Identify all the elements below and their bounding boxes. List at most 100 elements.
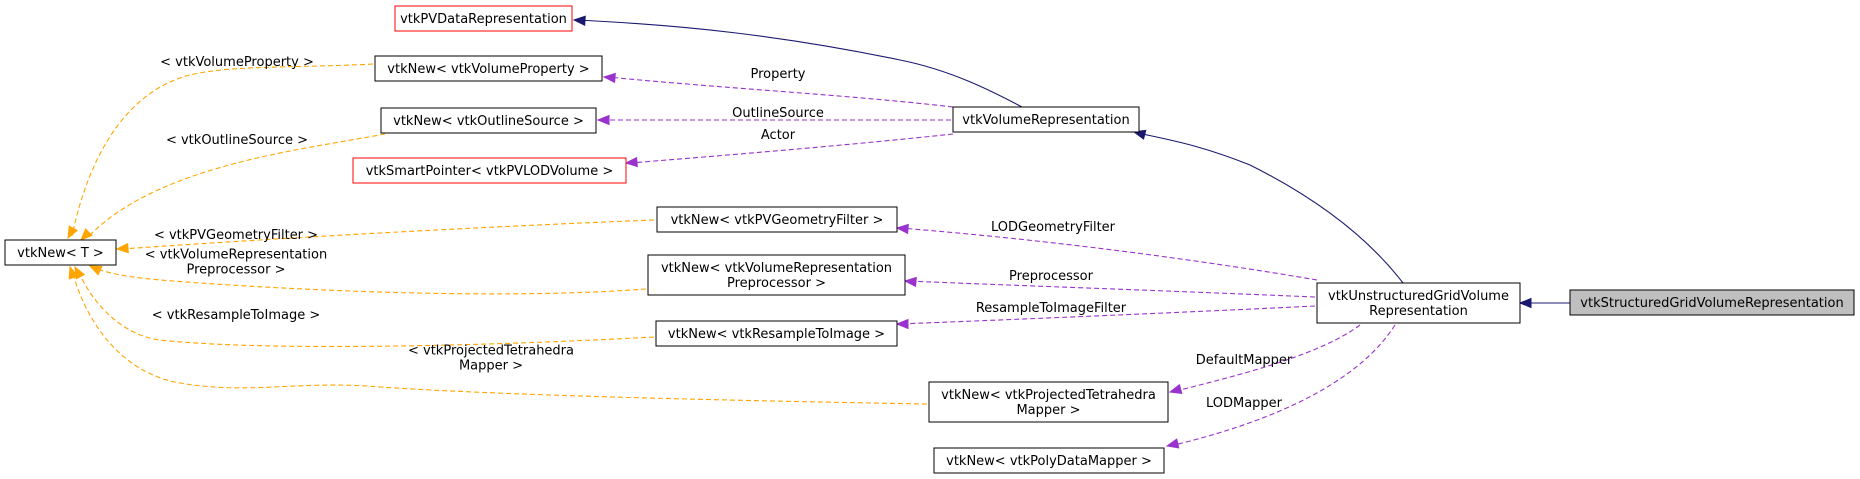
- edge-label: LODGeometryFilter: [991, 220, 1116, 235]
- class-node-label: vtkNew< vtkResampleToImage >: [668, 327, 885, 342]
- edge-arrowhead: [602, 72, 616, 84]
- edge-lod-mapper: LODMapper: [1165, 324, 1396, 449]
- class-node-label: vtkNew< vtkPolyDataMapper >: [946, 454, 1152, 469]
- edge-label: < vtkResampleToImage >: [152, 308, 320, 323]
- edge-arrowhead: [903, 276, 917, 288]
- class-node-label: vtkNew< T >: [17, 246, 104, 261]
- class-node-box[interactable]: [647, 254, 906, 296]
- edge-arrowhead: [1168, 383, 1183, 395]
- edge-line: [1171, 324, 1361, 393]
- class-node-vtk-new-pv-geometry-filter[interactable]: vtkNew< vtkPVGeometryFilter >: [656, 206, 898, 233]
- class-node-box[interactable]: [933, 447, 1165, 474]
- edge-inherit-volume-representation: [1132, 129, 1404, 284]
- edge-label: Preprocessor: [1009, 269, 1094, 284]
- edge-preprocessor: Preprocessor: [903, 269, 1316, 298]
- edge-arrowhead: [80, 228, 93, 241]
- class-node-vtk-new-poly-data-mapper[interactable]: vtkNew< vtkPolyDataMapper >: [933, 447, 1165, 474]
- class-node-vtk-volume-representation[interactable]: vtkVolumeRepresentation: [952, 106, 1140, 133]
- edge-property: Property: [602, 67, 954, 108]
- class-node-label: vtkSmartPointer< vtkPVLODVolume >: [366, 164, 614, 179]
- class-node-label: vtkNew< vtkVolumeRepresentation: [661, 261, 892, 276]
- class-node-vtk-new-volume-property[interactable]: vtkNew< vtkVolumeProperty >: [374, 55, 603, 82]
- class-node-label: vtkUnstructuredGridVolume: [1328, 289, 1509, 304]
- edge-line: [94, 267, 647, 295]
- edge-default-mapper: DefaultMapper: [1168, 324, 1361, 395]
- class-node-vtk-pv-data-representation[interactable]: vtkPVDataRepresentation: [394, 5, 573, 32]
- class-node-label: Preprocessor >: [727, 276, 826, 291]
- edge-line: [1169, 324, 1396, 447]
- class-node-vtk-new-t[interactable]: vtkNew< T >: [4, 239, 117, 266]
- edge-label: OutlineSource: [732, 106, 824, 121]
- edge-line: [899, 227, 1318, 281]
- edge-inherit-unstructured-grid-volume-representation: [1518, 297, 1570, 309]
- edge-line: [121, 219, 655, 250]
- class-node-box[interactable]: [952, 106, 1140, 133]
- class-node-box[interactable]: [1569, 289, 1855, 316]
- edge-pv-geometry-filter-template: < vtkPVGeometryFilter >: [115, 219, 655, 254]
- class-node-label: vtkNew< vtkPVGeometryFilter >: [671, 213, 884, 228]
- edge-outline-source-template: < vtkOutlineSource >: [80, 133, 386, 241]
- edge-arrowhead: [1518, 297, 1532, 309]
- edge-arrowhead: [1165, 438, 1180, 449]
- class-node-label: Mapper >: [1016, 403, 1080, 418]
- edge-arrowhead: [67, 225, 79, 240]
- edge-label: < vtkVolumeRepresentation: [145, 248, 327, 263]
- edge-arrowhead: [596, 114, 610, 126]
- class-node-vtk-structured-grid-volume-representation[interactable]: vtkStructuredGridVolumeRepresentation: [1569, 289, 1855, 316]
- edge-arrowhead: [624, 156, 638, 168]
- class-node-box[interactable]: [928, 381, 1169, 423]
- class-node-box[interactable]: [4, 239, 117, 266]
- edge-line: [71, 63, 374, 237]
- class-node-vtk-new-resample-to-image[interactable]: vtkNew< vtkResampleToImage >: [655, 320, 898, 347]
- edge-lod-geometry-filter: LODGeometryFilter: [895, 220, 1318, 281]
- edge-line: [907, 280, 1316, 298]
- edge-label: Property: [750, 67, 805, 82]
- class-node-label: vtkVolumeRepresentation: [962, 113, 1129, 128]
- edge-line: [1137, 132, 1404, 284]
- class-node-box[interactable]: [394, 5, 573, 32]
- edge-arrowhead: [895, 223, 909, 235]
- edge-label: ResampleToImageFilter: [976, 301, 1127, 316]
- edge-volume-property-template: < vtkVolumeProperty >: [67, 55, 374, 240]
- edge-label: < vtkVolumeProperty >: [160, 55, 314, 70]
- edge-arrowhead: [88, 265, 103, 276]
- class-node-label: Representation: [1369, 304, 1468, 319]
- edge-line: [77, 269, 655, 348]
- edge-label: LODMapper: [1206, 396, 1283, 411]
- edge-label: DefaultMapper: [1196, 353, 1293, 368]
- class-node-label: vtkNew< vtkOutlineSource >: [393, 114, 584, 129]
- class-node-box[interactable]: [374, 55, 603, 82]
- edge-arrowhead: [74, 265, 86, 280]
- class-node-vtk-new-volume-representation-preprocessor[interactable]: vtkNew< vtkVolumeRepresentationPreproces…: [647, 254, 906, 296]
- edge-arrowhead: [572, 15, 586, 26]
- class-node-box[interactable]: [352, 157, 627, 184]
- edge-label: Actor: [761, 128, 796, 143]
- class-node-label: vtkStructuredGridVolumeRepresentation: [1580, 296, 1843, 311]
- class-node-box[interactable]: [656, 206, 898, 233]
- edge-line: [898, 305, 1316, 325]
- edge-line: [71, 269, 928, 405]
- class-node-box[interactable]: [1316, 282, 1521, 324]
- class-node-label: vtkNew< vtkProjectedTetrahedra: [941, 388, 1156, 403]
- edge-resample-to-image-filter: ResampleToImageFilter: [895, 301, 1316, 330]
- edge-arrowhead: [68, 265, 79, 280]
- class-node-box[interactable]: [380, 107, 597, 134]
- edge-actor: Actor: [624, 128, 954, 168]
- class-node-label: vtkNew< vtkVolumeProperty >: [387, 62, 589, 77]
- class-node-vtk-smart-pointer-pvlod-volume[interactable]: vtkSmartPointer< vtkPVLODVolume >: [352, 157, 627, 184]
- edge-line: [575, 19, 1023, 108]
- edge-label: Mapper >: [459, 359, 523, 374]
- edge-arrowhead: [115, 242, 129, 254]
- edge-outline-source: OutlineSource: [596, 106, 951, 126]
- class-node-vtk-new-outline-source[interactable]: vtkNew< vtkOutlineSource >: [380, 107, 597, 134]
- edge-label: < vtkProjectedTetrahedra: [408, 344, 574, 359]
- edge-label: < vtkOutlineSource >: [166, 133, 308, 148]
- edge-label: < vtkPVGeometryFilter >: [154, 228, 318, 243]
- edge-resample-to-image-template: < vtkResampleToImage >: [74, 265, 655, 348]
- class-node-box[interactable]: [655, 320, 898, 347]
